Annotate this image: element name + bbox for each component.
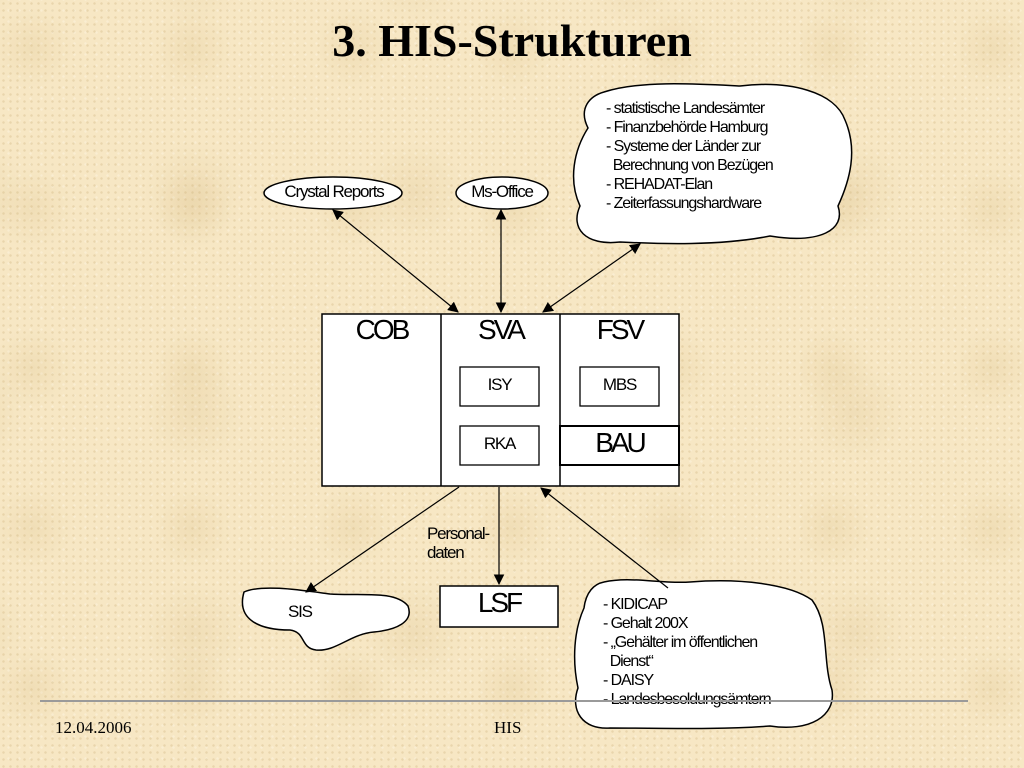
bau-box [559, 425, 680, 466]
cloud-top-item: - Finanzbehörde Hamburg [606, 119, 769, 136]
ms-office-label: Ms-Office [471, 182, 534, 201]
footer-date: 12.04.2006 [55, 718, 132, 737]
cloud-bottom-shape [573, 578, 834, 730]
cloud-bottom-item: - Landesbesoldungsämtern [603, 690, 772, 709]
mbs-box [579, 366, 660, 407]
cob-header: COB [355, 314, 411, 345]
cloud-bottom-item: Dienst“ [603, 653, 654, 670]
sva-header: SVA [478, 314, 526, 345]
sis-label: SIS [288, 602, 313, 621]
cloud-top-item: Berechnung von Bezügen [606, 157, 774, 174]
cloud-top-item: - Systeme der Länder zur [606, 138, 761, 155]
isy-label: ISY [487, 375, 513, 394]
cloud-top-list: - statistische Landesämter - Finanzbehör… [606, 99, 774, 213]
fsv-header: FSV [596, 314, 645, 345]
cloud-bottom-list: - KIDICAP - Gehalt 200X - „Gehälter im ö… [603, 595, 772, 709]
cloud-top-shape [572, 83, 853, 245]
isy-box [459, 366, 540, 407]
cloud-top-item: - REHADAT-Elan [606, 176, 713, 193]
personal-daten-label: Personal- daten [427, 524, 490, 562]
rka-box [459, 425, 540, 466]
sis-blob-shape [241, 587, 410, 651]
arrow-cloud-sva-bottom [540, 487, 669, 589]
arrow-sva-sis [305, 486, 460, 593]
personal-daten-line: Personal- [427, 524, 490, 543]
cloud-bottom-item: - DAISY [603, 672, 654, 689]
crystal-reports-ellipse [263, 176, 403, 210]
footer-rule [40, 700, 968, 702]
footer-center: HIS [494, 718, 522, 737]
cloud-bottom-item: - „Gehälter im öffentlichen [603, 634, 758, 651]
slide-title: 3. HIS-Strukturen [332, 15, 692, 66]
cloud-bottom-item: - KIDICAP [603, 596, 668, 613]
arrow-cloud-sva [542, 243, 641, 313]
rka-label: RKA [483, 434, 517, 453]
mbs-label: MBS [602, 375, 637, 394]
arrow-crystal-sva [332, 209, 459, 313]
lsf-label: LSF [477, 587, 523, 618]
cloud-top-item: - statistische Landesämter [606, 100, 765, 117]
cloud-top-item: - Zeiterfassungshardware [606, 195, 762, 212]
personal-daten-line: daten [427, 543, 465, 562]
cloud-bottom-item: - Gehalt 200X [603, 615, 689, 632]
bau-label: BAU [595, 427, 647, 458]
crystal-reports-label: Crystal Reports [284, 182, 384, 201]
lsf-box [439, 585, 559, 628]
